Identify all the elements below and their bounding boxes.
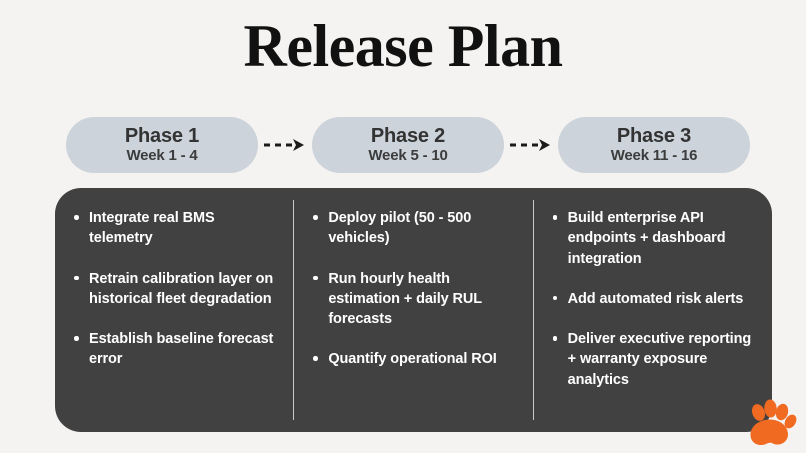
list-item: Run hourly health estimation + daily RUL… <box>312 269 516 330</box>
phase-timeline: Phase 1 Week 1 - 4 Phase 2 Week 5 - 10 <box>66 117 750 173</box>
dashed-arrow-right-icon <box>509 137 553 153</box>
list-item: Retrain calibration layer on historical … <box>73 269 277 310</box>
phase-pill-3-weeks: Week 11 - 16 <box>610 147 698 165</box>
connector-1 <box>258 136 312 154</box>
phase-pill-1-weeks: Week 1 - 4 <box>126 147 198 165</box>
phase-pill-1[interactable]: Phase 1 Week 1 - 4 <box>66 117 258 173</box>
phase-pill-1-name: Phase 1 <box>124 124 200 147</box>
dashed-arrow-right-icon <box>263 137 307 153</box>
phase-2-column: Deploy pilot (50 - 500 vehicles) Run hou… <box>293 200 532 420</box>
phase-2-list: Deploy pilot (50 - 500 vehicles) Run hou… <box>312 208 516 370</box>
list-item: Build enterprise API endpoints + dashboa… <box>552 208 756 269</box>
phase-3-list: Build enterprise API endpoints + dashboa… <box>552 208 756 390</box>
phase-details-panel: Integrate real BMS telemetry Retrain cal… <box>55 188 772 432</box>
connector-2 <box>504 136 558 154</box>
page-title: Release Plan <box>243 13 563 79</box>
phase-pill-2[interactable]: Phase 2 Week 5 - 10 <box>312 117 504 173</box>
list-item: Quantify operational ROI <box>312 349 516 369</box>
brand-logo <box>742 399 798 447</box>
list-item: Integrate real BMS telemetry <box>73 208 277 249</box>
phase-pill-2-name: Phase 2 <box>370 124 446 147</box>
phase-1-column: Integrate real BMS telemetry Retrain cal… <box>55 200 293 420</box>
phase-pill-2-weeks: Week 5 - 10 <box>368 147 448 165</box>
phase-1-list: Integrate real BMS telemetry Retrain cal… <box>73 208 277 370</box>
paw-print-icon <box>742 399 798 447</box>
list-item: Deploy pilot (50 - 500 vehicles) <box>312 208 516 249</box>
list-item: Deliver executive reporting + warranty e… <box>552 329 756 390</box>
list-item: Add automated risk alerts <box>552 289 756 309</box>
phase-3-column: Build enterprise API endpoints + dashboa… <box>532 200 772 420</box>
list-item: Establish baseline forecast error <box>73 329 277 370</box>
phase-pill-3-name: Phase 3 <box>616 124 692 147</box>
phase-pill-3[interactable]: Phase 3 Week 11 - 16 <box>558 117 750 173</box>
